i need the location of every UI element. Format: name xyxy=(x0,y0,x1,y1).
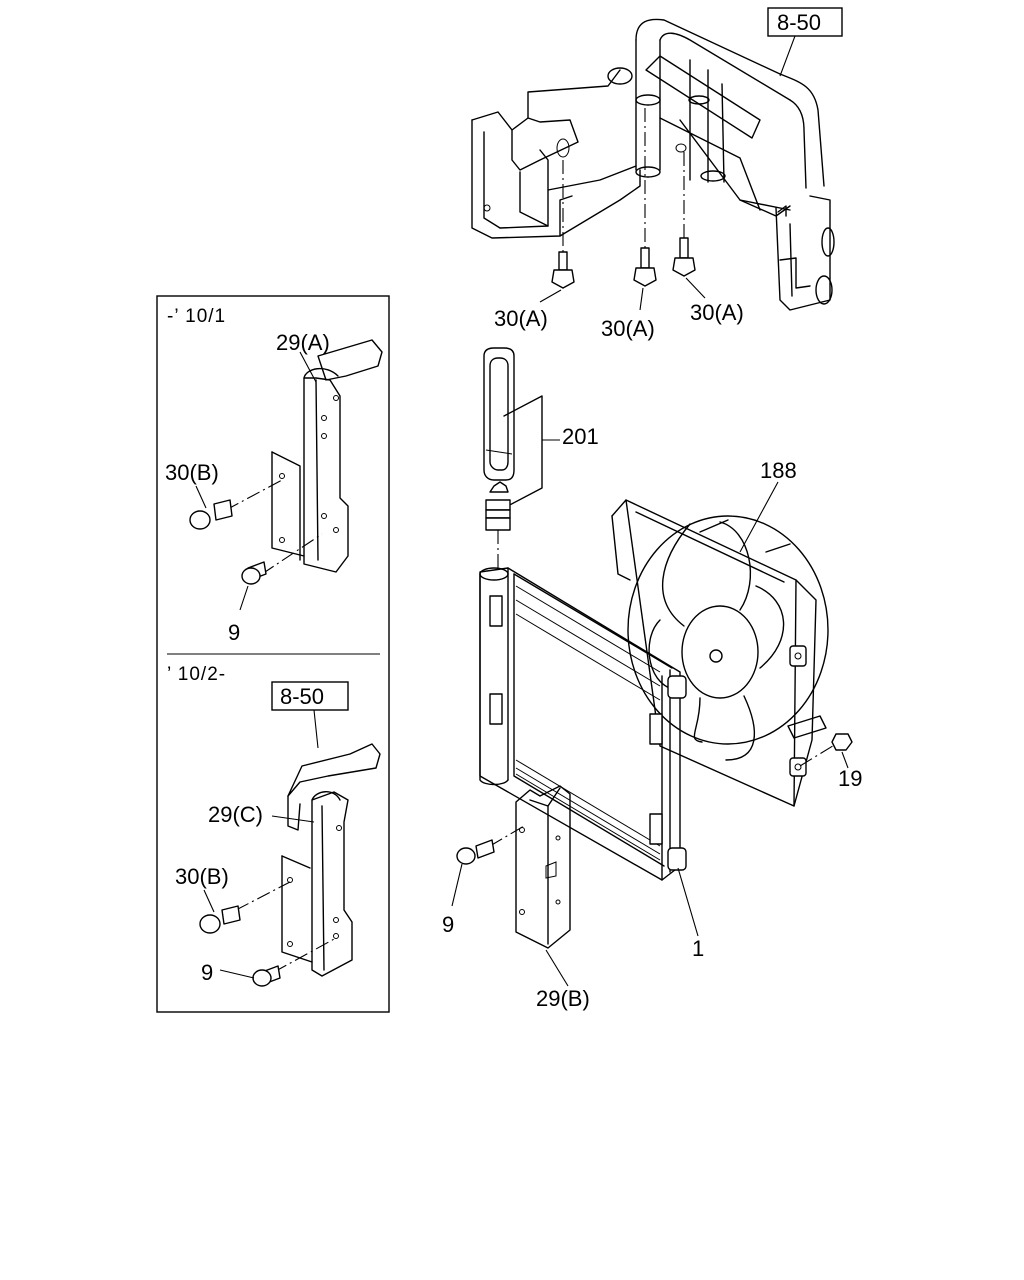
label-29a: 29(A) xyxy=(276,330,330,355)
label-29b: 29(B) xyxy=(536,986,590,1011)
inset-panel: -’ 10/1 ’ 10/2- 29(A) 3 xyxy=(156,295,390,1013)
label-30b-lower: 30(B) xyxy=(175,864,229,889)
inset-upper-range: -’ 10/1 xyxy=(167,306,226,327)
svg-text:8-50: 8-50 xyxy=(777,10,821,35)
bracket-icon xyxy=(271,339,383,573)
label-201: 201 xyxy=(562,424,599,449)
bolt-icon xyxy=(456,839,495,865)
inset-lower-range: ’ 10/2- xyxy=(167,664,226,685)
svg-text:8-50: 8-50 xyxy=(280,684,324,709)
bracket-icon xyxy=(281,743,381,977)
label-30a-mid: 30(A) xyxy=(601,316,655,341)
label-30b-upper: 30(B) xyxy=(165,460,219,485)
label-188: 188 xyxy=(760,458,797,483)
label-1: 1 xyxy=(692,936,704,961)
bolt-icon xyxy=(199,905,281,987)
drier-icon xyxy=(483,347,543,568)
label-30a-right: 30(A) xyxy=(690,300,744,325)
fan-icon xyxy=(611,499,829,807)
label-19: 19 xyxy=(838,766,862,791)
label-30a-left: 30(A) xyxy=(494,306,548,331)
label-9-upper: 9 xyxy=(228,620,240,645)
ref-box-8-50-top[interactable]: 8-50 xyxy=(767,7,843,37)
label-29c: 29(C) xyxy=(208,802,263,827)
pipe-bracket-assembly xyxy=(471,18,835,311)
ref-box-8-50-inset[interactable]: 8-50 xyxy=(271,681,349,711)
nut-icon xyxy=(831,733,853,751)
bolt-icon xyxy=(551,108,696,289)
condenser-icon xyxy=(479,567,687,881)
bolt-icon xyxy=(189,499,267,585)
label-9-main: 9 xyxy=(442,912,454,937)
bracket-icon xyxy=(515,785,571,949)
label-9-lower: 9 xyxy=(201,960,213,985)
